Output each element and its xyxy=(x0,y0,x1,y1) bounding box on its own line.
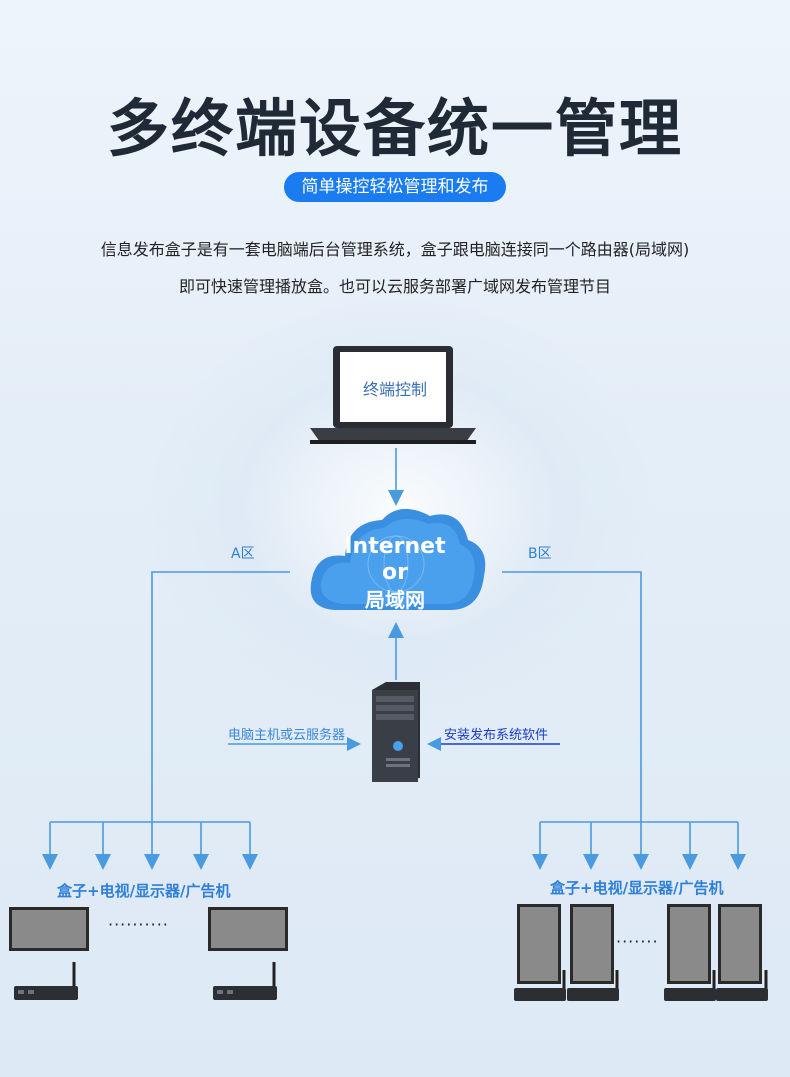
group-a-ellipsis: ·········· xyxy=(108,915,169,934)
zone-b-label: B区 xyxy=(528,546,552,562)
media-box-icon xyxy=(213,962,277,1000)
media-box-icon xyxy=(14,962,78,1000)
portrait-monitor-icon xyxy=(517,904,561,984)
cloud-text-internet: Internet xyxy=(344,534,446,559)
media-box-icon xyxy=(664,970,716,1001)
page-title: 多终端设备统一管理 xyxy=(106,92,683,165)
group-b-ellipsis: ······· xyxy=(616,932,659,951)
zone-b-line xyxy=(502,571,642,822)
media-box-icon xyxy=(514,970,566,1001)
cloud-icon xyxy=(310,508,486,610)
landscape-monitor-icon xyxy=(9,907,89,951)
group-a-label: 盒子+电视/显示器/广告机 xyxy=(57,882,231,900)
portrait-monitor-icon xyxy=(718,904,762,984)
media-box-icon xyxy=(716,970,768,1001)
subtitle-pill: 简单操控轻松管理和发布 xyxy=(284,172,506,202)
description-line-2: 即可快速管理播放盒。也可以云服务部署广域网发布管理节目 xyxy=(178,277,611,296)
group-b-branches xyxy=(532,821,746,870)
server-label-right: 安装发布系统软件 xyxy=(444,728,549,743)
portrait-monitor-icon xyxy=(570,904,614,984)
cloud-text-or: or xyxy=(382,560,408,585)
zone-a-line xyxy=(151,571,290,822)
zone-a-label: A区 xyxy=(231,546,255,562)
group-a-branches xyxy=(42,821,258,870)
description-line-1: 信息发布盒子是有一套电脑端后台管理系统，盒子跟电脑连接同一个路由器(局域网) xyxy=(100,240,690,259)
portrait-monitor-icon xyxy=(667,904,711,984)
laptop-screen-text: 终端控制 xyxy=(362,380,427,399)
cloud-text-lan: 局域网 xyxy=(365,588,425,612)
media-box-icon xyxy=(567,970,619,1001)
server-label-left: 电脑主机或云服务器 xyxy=(228,728,346,743)
landscape-monitor-icon xyxy=(208,907,288,951)
group-b-label: 盒子+电视/显示器/广告机 xyxy=(550,879,724,897)
server-tower-icon xyxy=(372,682,420,782)
laptop-icon xyxy=(310,346,476,444)
